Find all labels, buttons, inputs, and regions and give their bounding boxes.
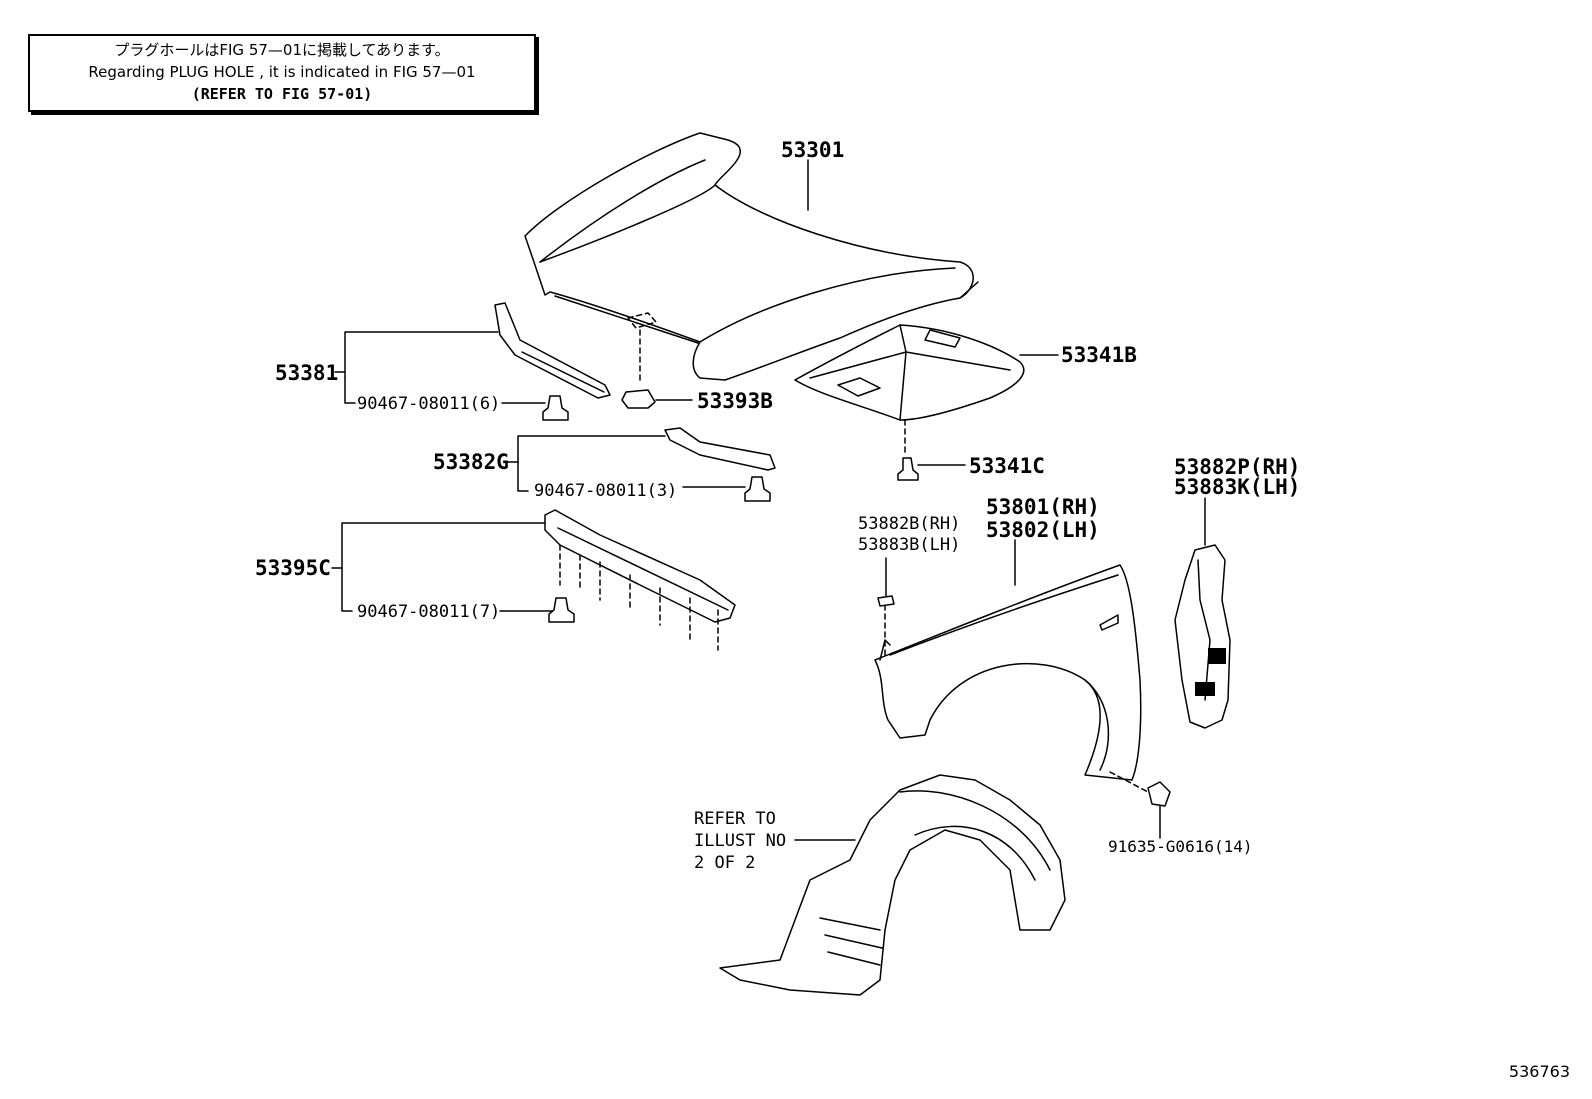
label-refer-3: 2 OF 2	[694, 853, 755, 873]
figure-id: 536763	[1508, 1062, 1570, 1081]
note-refer: (REFER TO FIG 57-01)	[191, 85, 373, 103]
note-english: Regarding PLUG HOLE , it is indicated in…	[88, 63, 476, 81]
label-90467-7: 90467-08011(7)	[357, 602, 500, 622]
label-90467-6: 90467-08011(6)	[357, 394, 500, 414]
fender-drawing	[874, 539, 1142, 781]
label-53393B: 53393B	[697, 389, 773, 413]
label-53341B: 53341B	[1061, 343, 1137, 367]
label-53801: 53801(RH)	[986, 495, 1100, 519]
fender-protector-drawing	[1174, 497, 1231, 729]
label-53301: 53301	[781, 138, 844, 162]
label-refer-2: ILLUST NO	[694, 831, 786, 851]
label-53883B: 53883B(LH)	[858, 535, 960, 555]
label-53382G: 53382G	[433, 450, 509, 474]
seal-53381-drawing	[334, 302, 611, 421]
plug-hole-note: プラグホールはFIG 57—01に掲載してあります。 Regarding PLU…	[28, 34, 536, 112]
fender-liner-drawing	[719, 774, 1066, 996]
seal-53395C-drawing	[331, 509, 736, 651]
label-53341C: 53341C	[969, 454, 1045, 478]
label-53802: 53802(LH)	[986, 518, 1100, 542]
label-53883K: 53883K(LH)	[1174, 475, 1300, 499]
bolt-91635	[1109, 771, 1171, 839]
label-53882B: 53882B(RH)	[858, 514, 960, 534]
label-91635: 91635-G0616(14)	[1108, 837, 1253, 856]
hood-insulator-drawing	[794, 324, 1059, 456]
label-53381: 53381	[275, 361, 338, 385]
seal-53382G-drawing	[507, 427, 776, 502]
hood-drawing	[524, 132, 979, 384]
clip-53341C	[897, 457, 966, 481]
label-53395C: 53395C	[255, 556, 331, 580]
bumper-53393B	[621, 389, 693, 409]
label-refer-1: REFER TO	[694, 809, 776, 829]
label-53882P: 53882P(RH)	[1174, 455, 1300, 479]
note-japanese: プラグホールはFIG 57—01に掲載してあります。	[114, 41, 450, 59]
label-90467-3: 90467-08011(3)	[534, 481, 677, 501]
